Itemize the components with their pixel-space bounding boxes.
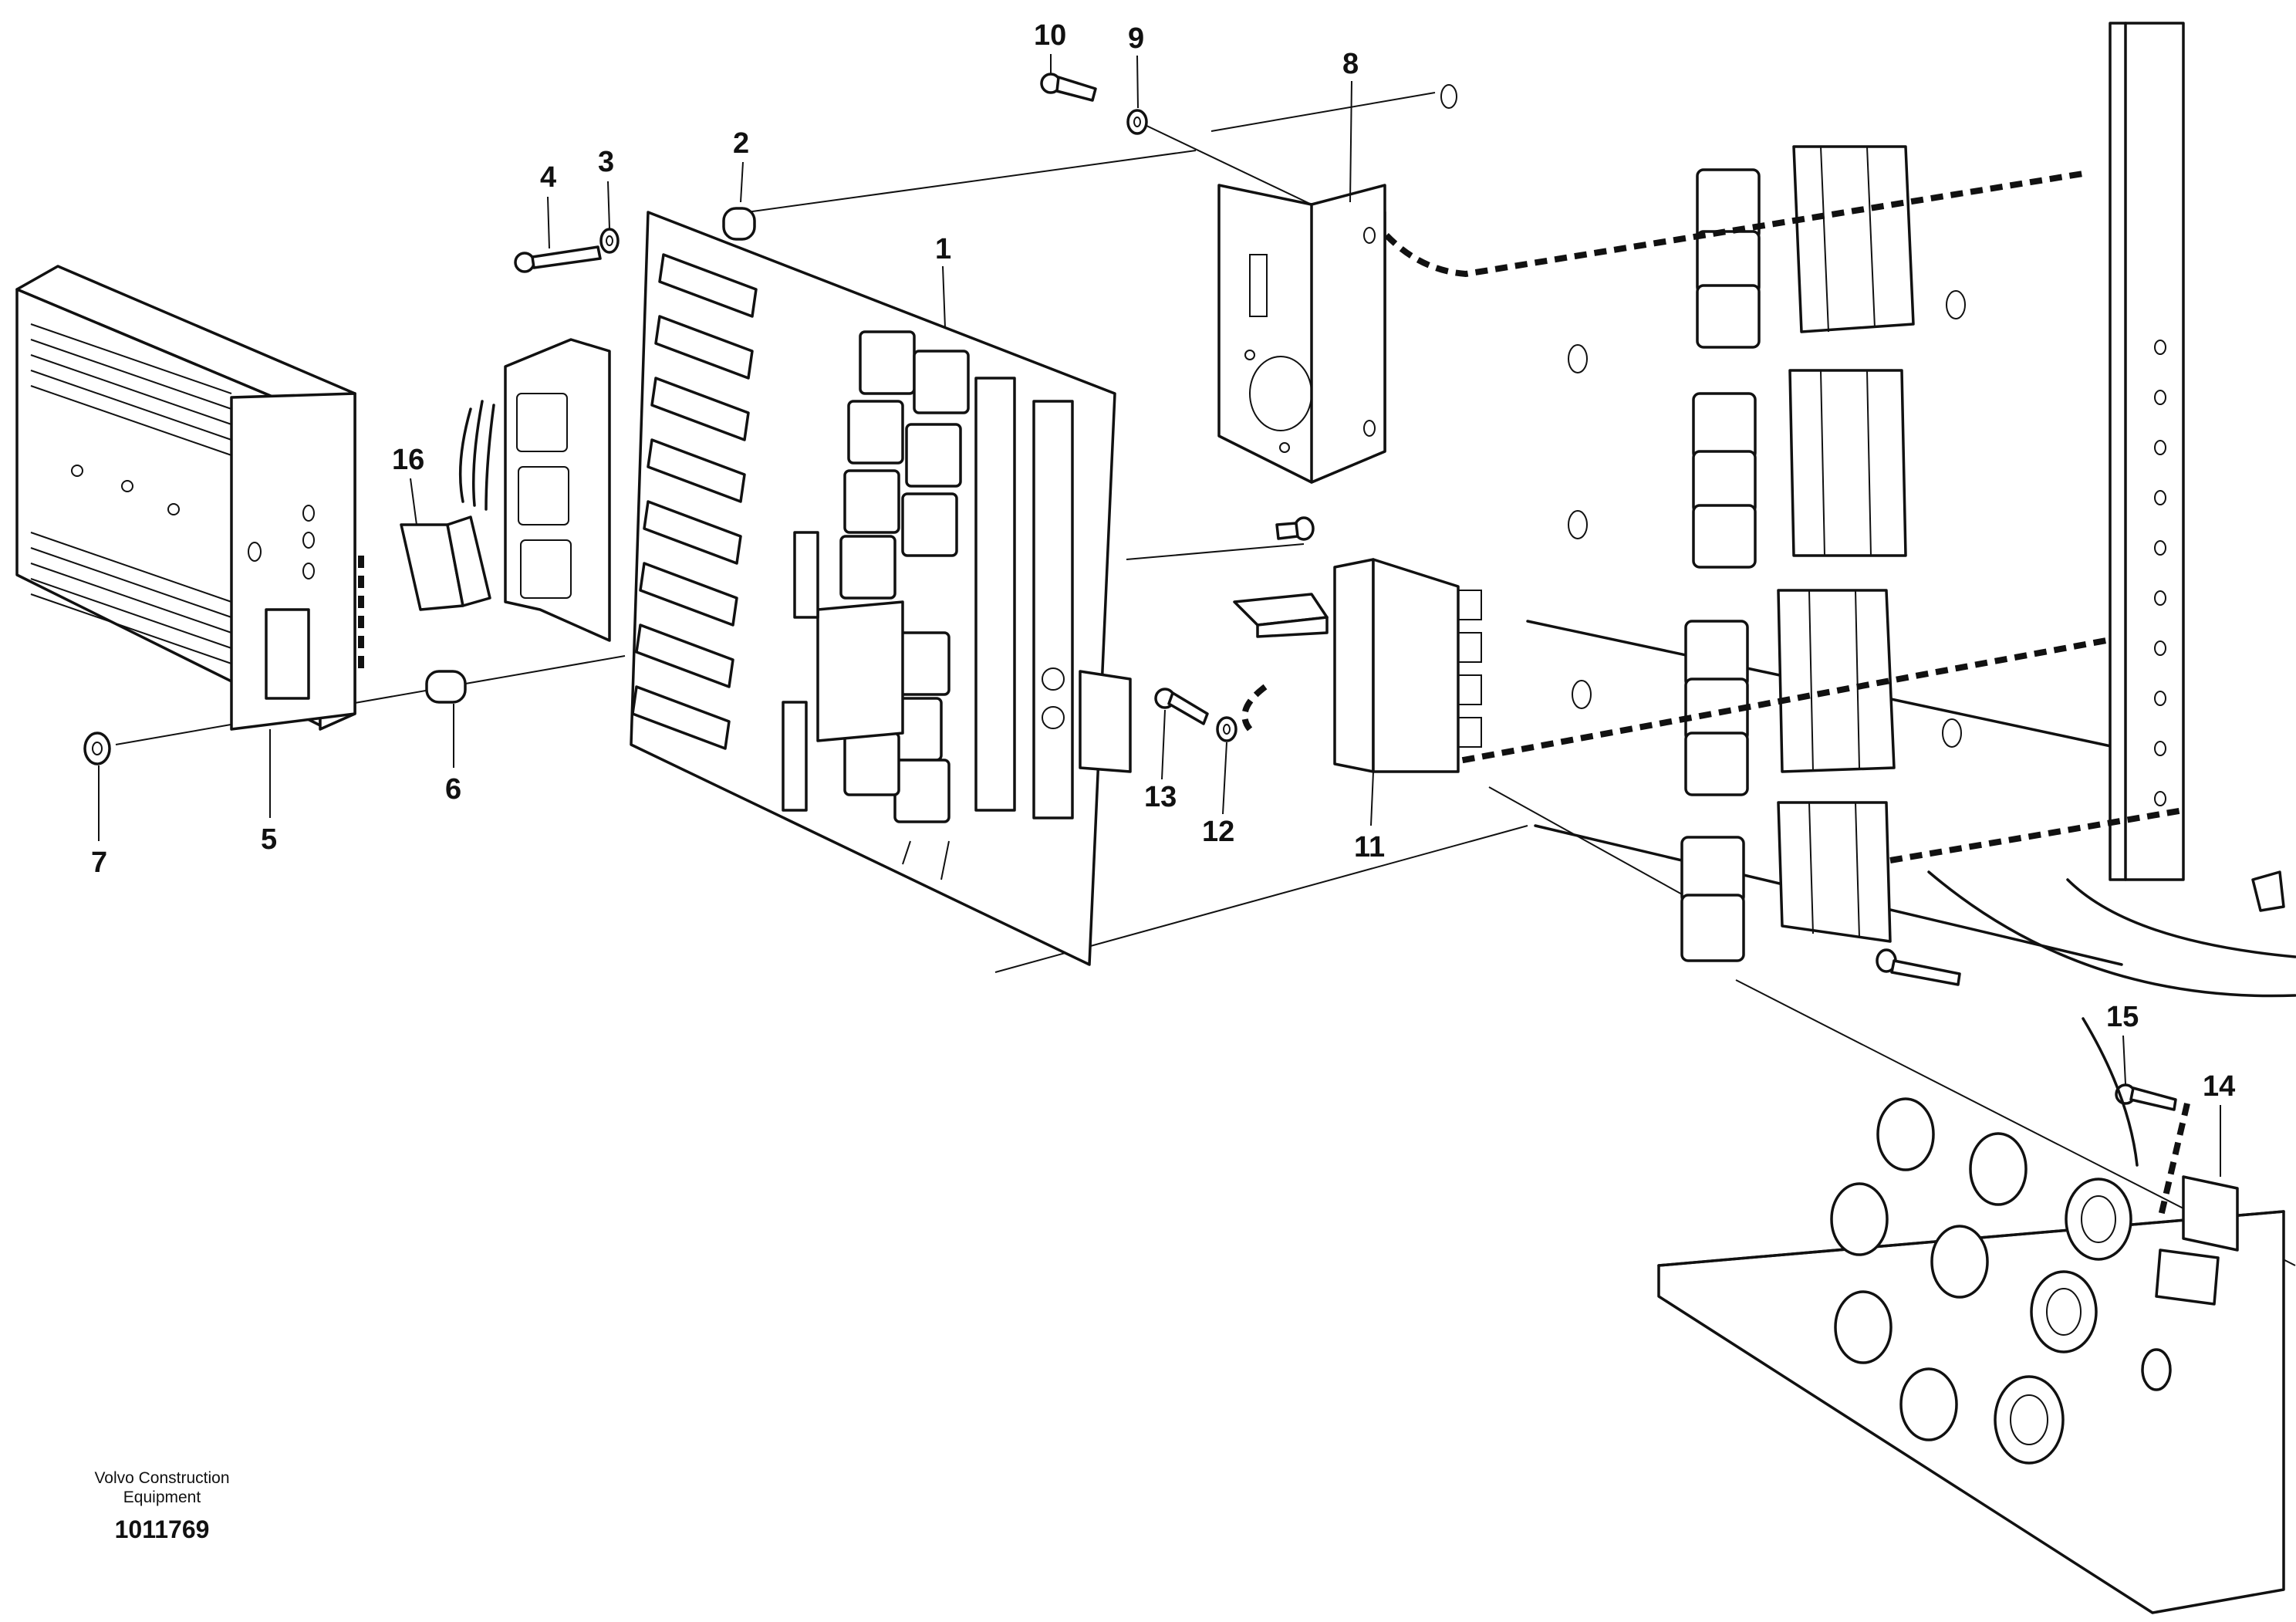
board-fuse-columns — [974, 377, 1074, 819]
callout-16: 16 — [392, 444, 424, 476]
relay-stack-1 — [1696, 145, 1915, 349]
callout-1: 1 — [935, 233, 951, 265]
washer-12 — [1216, 716, 1237, 742]
post-holes — [2154, 340, 2166, 806]
screw-13 — [1154, 688, 1209, 725]
ecu-fins — [30, 323, 232, 664]
nut-7 — [83, 732, 111, 765]
callout-10: 10 — [1034, 19, 1066, 52]
spacer-6 — [425, 670, 467, 704]
washer-3 — [599, 228, 620, 254]
mounting-bracket — [504, 338, 611, 642]
cable-connector-16 — [400, 400, 495, 611]
washer-9 — [1126, 109, 1148, 135]
wiring-dashed — [358, 171, 2190, 1220]
circuit-board-1 — [630, 211, 1132, 966]
callout-15: 15 — [2106, 1001, 2139, 1033]
connector-14 — [2082, 1017, 2239, 1306]
relay-stack-2 — [1692, 369, 1907, 569]
figure-number: 1011769 — [115, 1516, 210, 1543]
hardware — [83, 73, 2285, 1306]
callout-13: 13 — [1144, 781, 1177, 813]
control-unit-5 — [15, 265, 356, 731]
callout-8: 8 — [1342, 48, 1359, 80]
publisher-line-1: Volvo Construction — [94, 1469, 229, 1487]
callout-7: 7 — [91, 846, 107, 879]
callout-6: 6 — [445, 773, 461, 806]
spacer-2 — [722, 207, 756, 241]
relay-stacks — [1680, 145, 1915, 962]
instrument-panel — [1657, 1097, 2285, 1614]
bolt-10 — [1040, 73, 1097, 102]
clip — [2251, 870, 2285, 912]
bolt-lower — [1876, 948, 1961, 986]
callout-2: 2 — [733, 127, 749, 160]
callout-3: 3 — [598, 146, 614, 178]
gauge-cutouts — [1830, 1097, 2172, 1465]
callout-4: 4 — [540, 161, 556, 194]
publisher-line-2: Equipment — [123, 1489, 201, 1506]
callout-5: 5 — [261, 823, 277, 856]
callout-12: 12 — [1202, 816, 1234, 848]
board-connectors-left — [631, 253, 758, 750]
terminal-block-11 — [1233, 558, 1482, 773]
callout-14: 14 — [2203, 1070, 2235, 1103]
callout-9: 9 — [1128, 22, 1144, 55]
relay-stack-4 — [1680, 801, 1892, 962]
board-relays — [839, 330, 970, 823]
callout-11: 11 — [1354, 831, 1385, 863]
relay-stack-3 — [1684, 589, 1896, 796]
callouts: 1 2 3 4 5 6 7 8 9 10 11 12 13 14 15 16 — [91, 19, 2235, 1177]
footer: Volvo Construction Equipment 1011769 — [94, 1469, 229, 1543]
plate-8 — [1217, 184, 1386, 484]
screw-4 — [514, 245, 602, 273]
screw-mid — [1275, 516, 1315, 541]
